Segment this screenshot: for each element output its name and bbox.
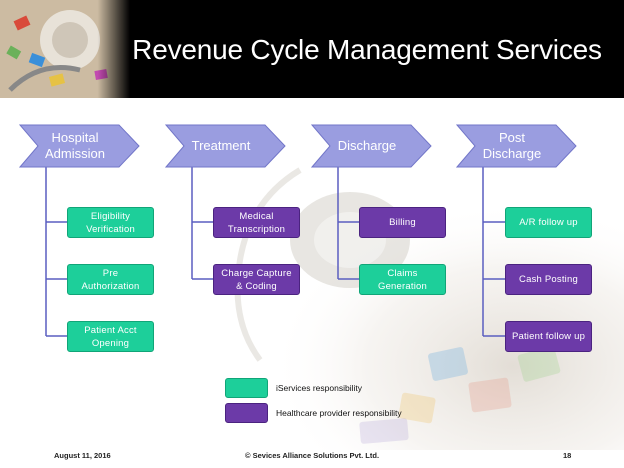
phase-label: Post Discharge xyxy=(482,130,542,161)
legend-label-iservices: iServices responsibility xyxy=(276,383,362,393)
task-patient-follow-up: Patient follow up xyxy=(505,321,592,352)
legend-label-provider: Healthcare provider responsibility xyxy=(276,408,402,418)
header-bar: Revenue Cycle Management Services xyxy=(0,0,624,98)
task-billing: Billing xyxy=(359,207,446,238)
footer-date: August 11, 2016 xyxy=(54,451,111,460)
task-eligibility-verification: Eligibility Verification xyxy=(67,207,154,238)
task-ar-follow-up: A/R follow up xyxy=(505,207,592,238)
phase-label: Hospital Admission xyxy=(45,130,105,161)
footer-copyright: © Sevices Alliance Solutions Pvt. Ltd. xyxy=(245,451,380,460)
phase-discharge: Discharge xyxy=(311,124,433,168)
phase-label: Treatment xyxy=(191,138,251,153)
task-medical-transcription: Medical Transcription xyxy=(213,207,300,238)
footer-page-number: 18 xyxy=(563,451,572,460)
task-claims-generation: Claims Generation xyxy=(359,264,446,295)
chevron-shape xyxy=(19,124,140,168)
chevron-shape xyxy=(311,124,432,168)
legend-swatch-iservices xyxy=(225,378,268,398)
slide-title: Revenue Cycle Management Services xyxy=(132,34,602,65)
task-cash-posting: Cash Posting xyxy=(505,264,592,295)
task-charge-capture-coding: Charge Capture & Coding xyxy=(213,264,300,295)
phase-label: Discharge xyxy=(337,138,397,153)
task-pre-authorization: Pre Authorization xyxy=(67,264,154,295)
phase-hospital-admission: Hospital Admission xyxy=(19,124,141,168)
task-patient-acct-opening: Patient Acct Opening xyxy=(67,321,154,352)
chevron-shape xyxy=(456,124,577,168)
phase-treatment: Treatment xyxy=(165,124,287,168)
phase-post-discharge: Post Discharge xyxy=(456,124,578,168)
chevron-shape xyxy=(165,124,286,168)
medical-collage-image xyxy=(0,0,130,98)
legend-swatch-provider xyxy=(225,403,268,423)
